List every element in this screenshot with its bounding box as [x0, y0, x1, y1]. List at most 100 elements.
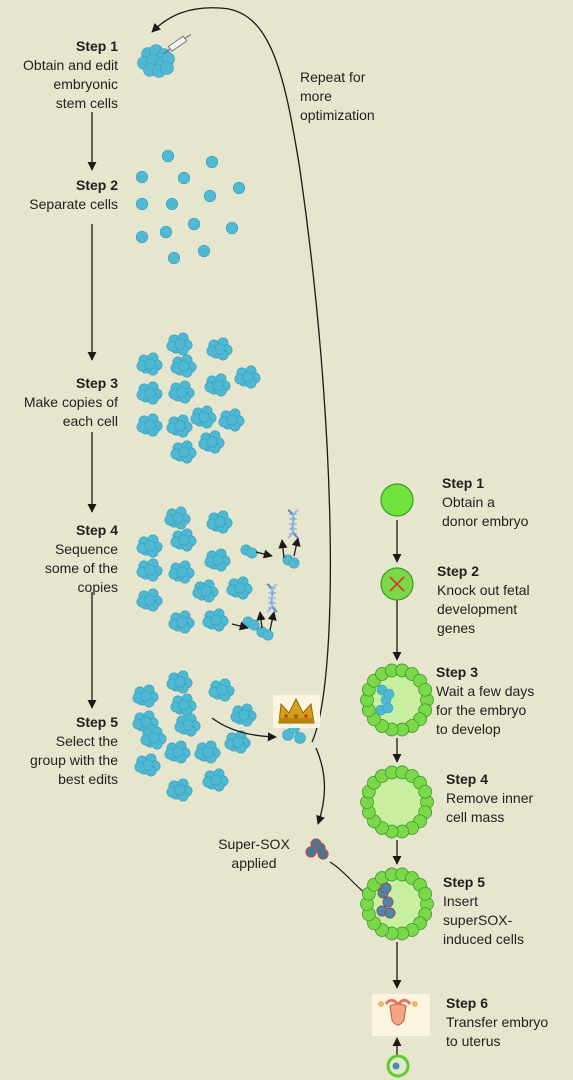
left-step-4-line-2: some of the [44, 560, 118, 576]
select-arrow [211, 717, 277, 742]
stem-cell [176, 616, 188, 628]
stem-cell [242, 371, 254, 383]
crown-jewel [284, 714, 288, 718]
stem-cell [214, 516, 226, 528]
sequence-arrow [278, 539, 288, 559]
cell-cluster [132, 684, 159, 708]
cell-cluster [136, 558, 163, 582]
to-supersox-arrow [315, 747, 326, 825]
developing-embryo [360, 663, 434, 737]
transfer-embryo-ring [386, 1054, 410, 1078]
cell-cluster [206, 510, 233, 534]
cell-cluster [170, 440, 197, 464]
left-step-5-title: Step 5 [75, 714, 118, 730]
right-step-4: Step 4 Remove inner cell mass [446, 770, 573, 827]
stem-cell [202, 746, 214, 758]
stem-cell [232, 181, 246, 195]
repeat-note-line-1: Repeat for [300, 69, 366, 85]
crown-jewel [304, 714, 308, 718]
stem-cell [226, 414, 238, 426]
inserted-cell [380, 882, 392, 894]
stem-cell [144, 387, 156, 399]
cell-cluster [136, 588, 163, 612]
stem-cell [197, 244, 211, 258]
stem-cell [135, 197, 149, 211]
left-step-1-line-1: Obtain and edit [23, 57, 118, 73]
stem-cell [210, 774, 222, 786]
trophoblast-cell [418, 682, 433, 697]
cell-cluster [134, 753, 161, 777]
cell-cluster [202, 768, 229, 792]
stem-cell [203, 189, 217, 203]
donor-embryo [380, 483, 414, 517]
right-step-6-line-2: to uterus [446, 1033, 501, 1049]
stem-cell [262, 629, 274, 641]
cell-cluster [230, 703, 257, 727]
stem-cell [174, 784, 186, 796]
right-step-6: Step 6 Transfer embryo to uterus [446, 994, 573, 1051]
left-step-4-title: Step 4 [75, 522, 118, 538]
stem-cell [232, 736, 244, 748]
right-step-5-title: Step 5 [443, 874, 486, 890]
supersox-cell [314, 842, 326, 854]
cell-cluster [170, 354, 197, 378]
syringe-icon [163, 34, 191, 54]
crown-jewel [294, 714, 298, 718]
step1-cell-cluster [137, 44, 175, 78]
cell-cluster [218, 408, 245, 432]
dna-strand [287, 509, 299, 539]
uterus-icon [372, 994, 430, 1036]
right-step-4-line-2: cell mass [446, 809, 505, 825]
stem-cell [174, 338, 186, 350]
dna-helix-icon [266, 583, 278, 613]
right-step-4-line-1: Remove inner [446, 790, 534, 806]
stem-cell [165, 197, 179, 211]
cell-cluster [224, 730, 251, 754]
cell-cluster [168, 380, 195, 404]
inserted-cell [384, 907, 396, 919]
stem-cell [144, 564, 156, 576]
stem-cell [142, 759, 154, 771]
ovary [412, 1001, 418, 1007]
left-step-4-line-1: Sequence [54, 541, 118, 557]
right-step-1: Step 1 Obtain a donor embryo [442, 474, 573, 531]
right-step-3-line-3: to develop [436, 721, 501, 737]
right-step-3-title: Step 3 [436, 664, 479, 680]
cell-cluster [174, 713, 201, 737]
left-step-3-title: Step 3 [75, 375, 118, 391]
stem-cell [172, 512, 184, 524]
cell-cluster [166, 778, 193, 802]
cell-cluster [204, 373, 231, 397]
x-mark-stroke [389, 576, 405, 592]
stem-cell [177, 171, 191, 185]
stem-cell [288, 557, 300, 569]
trophoblast-cell [418, 886, 433, 901]
stem-cell [161, 149, 175, 163]
left-step-4: Step 4 Sequence some of the copies [0, 521, 118, 597]
right-step-2-line-1: Knock out fetal [437, 582, 530, 598]
cell-cluster [234, 365, 261, 389]
x-mark-icon [389, 576, 405, 592]
crown-band [279, 718, 314, 723]
right-step-5-line-1: Insert [443, 893, 479, 909]
left-step-2-title: Step 2 [75, 177, 118, 193]
right-step-6-title: Step 6 [446, 995, 489, 1011]
hollow-embryo [360, 765, 434, 839]
stem-cell [216, 684, 228, 696]
stem-cell [294, 732, 306, 744]
syringe-needle [163, 48, 171, 54]
right-step-6-line-1: Transfer embryo [446, 1014, 549, 1030]
supersox-cell [305, 846, 317, 858]
left-step-5-line-3: best edits [58, 771, 118, 787]
cell-cluster [136, 534, 163, 558]
stem-cell [246, 547, 258, 559]
stem-cell [172, 746, 184, 758]
stem-cell [148, 732, 160, 744]
donor-embryo-body [380, 483, 414, 517]
syringe-plunger [184, 34, 191, 39]
right-step-1-line-2: donor embryo [442, 513, 529, 529]
repeat-note-line-3: optimization [300, 107, 375, 123]
stem-cell [200, 585, 212, 597]
